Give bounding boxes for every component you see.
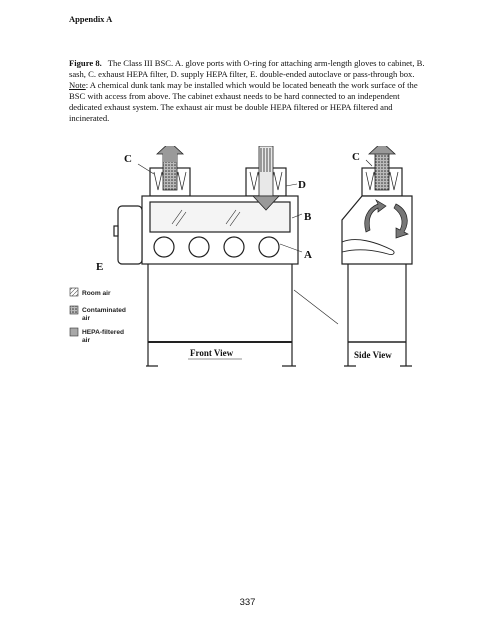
exhaust-arrow-front bbox=[155, 146, 185, 191]
front-view-label: Front View bbox=[190, 348, 234, 358]
exhaust-arrow-side bbox=[367, 146, 397, 191]
legend-swatch-room-air bbox=[69, 287, 79, 297]
note-label: Note bbox=[69, 80, 86, 90]
label-d: D bbox=[298, 179, 306, 191]
legend: Room air Contaminated air HEPA-filtered … bbox=[69, 287, 126, 344]
label-a: A bbox=[304, 249, 312, 261]
legend-room-air: Room air bbox=[82, 290, 111, 297]
legend-swatch-hepa bbox=[69, 327, 79, 337]
legend-swatch-contaminated bbox=[69, 305, 79, 315]
appendix-header: Appendix A bbox=[69, 14, 113, 24]
class-iii-bsc-diagram: C C D B A E Room air Contaminated air HE… bbox=[66, 146, 432, 390]
side-view-cabinet bbox=[341, 167, 413, 367]
caption-text-2: : A chemical dunk tank may be installed … bbox=[69, 80, 418, 123]
page-number: 337 bbox=[239, 597, 256, 608]
label-c-front: C bbox=[124, 153, 132, 165]
legend-contaminated-2: air bbox=[82, 315, 90, 322]
front-view-cabinet bbox=[113, 167, 299, 367]
supply-arrow-front bbox=[252, 146, 280, 211]
figure-caption: Figure 8.The Class III BSC. A. glove por… bbox=[69, 58, 431, 124]
figure-label: Figure 8. bbox=[69, 58, 102, 68]
legend-hepa-1: HEPA-filtered bbox=[82, 329, 124, 336]
internal-airflow-arrows bbox=[364, 199, 409, 239]
legend-contaminated-1: Contaminated bbox=[82, 307, 126, 314]
label-c-side: C bbox=[352, 151, 360, 163]
label-b: B bbox=[304, 211, 312, 223]
legend-hepa-2: air bbox=[82, 337, 90, 344]
side-view-label: Side View bbox=[354, 350, 392, 360]
caption-text-1: The Class III BSC. A. glove ports with O… bbox=[69, 58, 425, 79]
label-e: E bbox=[96, 261, 103, 273]
leader-lines bbox=[137, 159, 373, 325]
